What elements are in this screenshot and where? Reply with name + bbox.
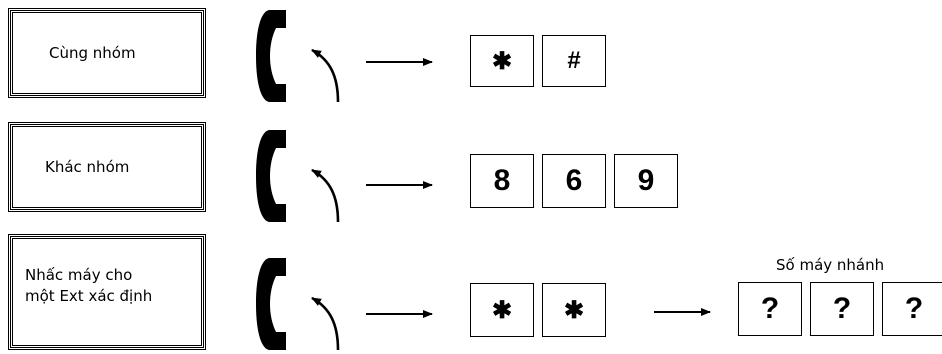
key-digit: 9 xyxy=(614,154,678,208)
key-hash: # xyxy=(542,35,606,87)
label-box-other-group: Khác nhóm xyxy=(8,122,206,212)
key-star: ✱ xyxy=(470,35,534,87)
phone-handset-icon xyxy=(256,10,286,102)
label-box-pickup-ext: Nhấc máy cho một Ext xác định xyxy=(8,234,206,350)
extension-caption: Số máy nhánh xyxy=(776,256,885,274)
key-star: ✱ xyxy=(542,283,606,337)
label-line: Khác nhóm xyxy=(45,158,130,176)
key-digit: 6 xyxy=(542,154,606,208)
phone-handset-icon xyxy=(256,258,286,350)
phone-handset-icon xyxy=(256,130,286,222)
label-line: Cùng nhóm xyxy=(49,44,136,62)
curved-arrow-icon xyxy=(312,298,338,350)
curved-arrow-icon xyxy=(312,170,338,222)
key-unknown: ? xyxy=(738,282,802,336)
label-line: Nhấc máy cho xyxy=(25,266,133,284)
key-unknown: ? xyxy=(882,282,942,336)
curved-arrow-icon xyxy=(312,50,338,102)
key-star: ✱ xyxy=(470,283,534,337)
label-box-same-group: Cùng nhóm xyxy=(8,8,206,98)
key-digit: 8 xyxy=(470,154,534,208)
label-line: một Ext xác định xyxy=(25,287,153,305)
key-unknown: ? xyxy=(810,282,874,336)
